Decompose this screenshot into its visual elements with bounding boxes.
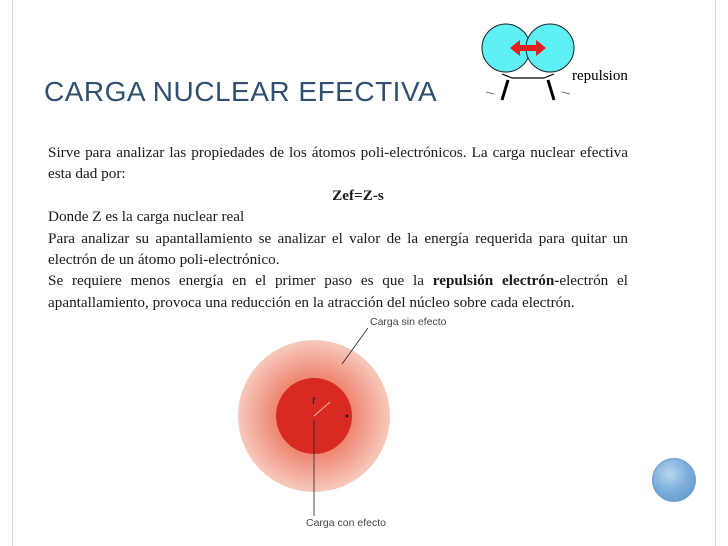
- slide-border-left: [12, 0, 13, 546]
- effective-charge-diagram: [238, 327, 390, 516]
- slide-body: Sirve para analizar las propiedades de l…: [48, 142, 628, 313]
- slide-nav-button[interactable]: [652, 458, 696, 502]
- intro-paragraph: Sirve para analizar las propiedades de l…: [48, 144, 628, 183]
- repulsion-text-end: electrón el apantallamiento, provoca una…: [48, 272, 628, 311]
- radius-label: r: [312, 393, 316, 407]
- repulsion-illustration: [472, 20, 638, 106]
- repulsion-paragraph: Se requiere menos energía en el primer p…: [48, 270, 628, 313]
- label-charge-with-effect: Carga con efecto: [306, 517, 386, 529]
- slide-border-right: [715, 0, 716, 546]
- label-charge-without-effect: Carga sin efecto: [370, 316, 447, 328]
- repulsion-text-start: Se requiere menos energía en el primer p…: [48, 272, 433, 290]
- formula: Zef=Z-s: [332, 186, 384, 204]
- shielding-paragraph: Para analizar su apantallamiento se anal…: [48, 229, 628, 269]
- slide-title: CARGA NUCLEAR EFECTIVA: [44, 76, 438, 107]
- repulsion-label: repulsion: [572, 68, 628, 84]
- definition-paragraph: Donde Z es la carga nuclear real: [48, 208, 245, 226]
- repulsion-term: repulsión electrón-: [432, 272, 560, 290]
